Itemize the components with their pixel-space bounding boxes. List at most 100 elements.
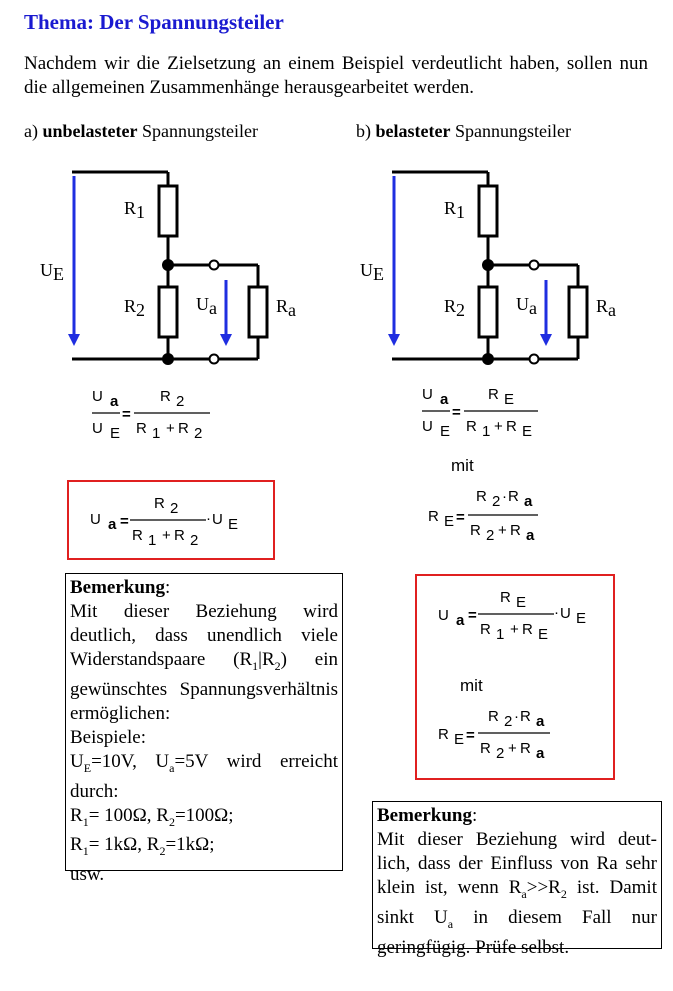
svg-text:R: R bbox=[522, 621, 533, 638]
svg-text:+: + bbox=[508, 740, 517, 757]
svg-text:E: E bbox=[522, 423, 532, 440]
svg-text:E: E bbox=[440, 423, 450, 440]
svg-text:=: = bbox=[120, 513, 129, 530]
intro-text: Nachdem wir die Zielsetzung an einem Bei… bbox=[24, 53, 648, 98]
svg-text:a: a bbox=[108, 516, 117, 533]
svg-text:R: R bbox=[520, 740, 531, 757]
svg-text:·: · bbox=[514, 708, 519, 725]
svg-text:E: E bbox=[504, 391, 514, 408]
svg-text:U: U bbox=[422, 386, 433, 403]
svg-text:a: a bbox=[536, 745, 545, 762]
svg-text:E: E bbox=[110, 425, 120, 442]
svg-text:=: = bbox=[456, 509, 465, 526]
svg-text:R: R bbox=[520, 708, 531, 725]
ue-label: UE bbox=[360, 260, 384, 284]
svg-text:E: E bbox=[516, 594, 526, 611]
svg-text:U: U bbox=[92, 388, 103, 405]
svg-text:1: 1 bbox=[152, 425, 160, 442]
note-box-a: Bemerkung: Mit dieser Beziehung wird deu… bbox=[65, 573, 343, 885]
svg-text:R: R bbox=[510, 522, 521, 539]
svg-text:2: 2 bbox=[492, 493, 500, 510]
note-a-example-3: R1= 1kΩ, R2=1kΩ; bbox=[70, 834, 215, 859]
circuit-diagram-a: R1 R2 Ra UE Ua bbox=[40, 170, 296, 365]
ra-label: Ra bbox=[596, 296, 616, 320]
svg-text:R: R bbox=[160, 388, 171, 405]
svg-text:=: = bbox=[452, 404, 461, 421]
svg-text:E: E bbox=[444, 513, 454, 530]
note-a-usw: usw. bbox=[70, 864, 105, 886]
svg-text:R: R bbox=[480, 621, 491, 638]
svg-text:R: R bbox=[476, 488, 487, 505]
svg-text:2: 2 bbox=[170, 500, 178, 517]
page-title: Thema: Der Spannungsteiler bbox=[24, 10, 284, 34]
svg-text:R: R bbox=[488, 386, 499, 403]
ua-label: Ua bbox=[516, 294, 537, 318]
svg-text:2: 2 bbox=[176, 393, 184, 410]
svg-text:·: · bbox=[554, 604, 559, 621]
r2-label: R2 bbox=[444, 296, 465, 320]
r1-label: R1 bbox=[444, 198, 465, 222]
note-a-beispiele: Beispiele: bbox=[70, 726, 146, 748]
svg-text:+: + bbox=[510, 621, 519, 638]
svg-text:a: a bbox=[440, 391, 449, 408]
note-a-text: Mit dieser Beziehung wird deutlich, dass… bbox=[70, 601, 338, 724]
mit-label-1: mit bbox=[451, 456, 474, 475]
note-b-heading: Bemerkung bbox=[377, 805, 472, 826]
note-a-heading: Bemerkung bbox=[70, 577, 165, 598]
ra-label: Ra bbox=[276, 296, 296, 320]
svg-text:R: R bbox=[136, 420, 147, 437]
svg-text:U: U bbox=[422, 418, 433, 435]
svg-text:·: · bbox=[206, 510, 211, 527]
svg-text:R: R bbox=[508, 488, 519, 505]
note-a-example-1: UE=10V, Ua=5V wird erreicht durch: bbox=[70, 750, 338, 802]
svg-text:a: a bbox=[456, 612, 465, 629]
svg-text:2: 2 bbox=[486, 527, 494, 544]
svg-text:a: a bbox=[536, 713, 545, 730]
svg-text:=: = bbox=[466, 727, 475, 744]
svg-text:2: 2 bbox=[190, 532, 198, 549]
svg-text:a: a bbox=[110, 393, 119, 410]
svg-text:R: R bbox=[488, 708, 499, 725]
svg-text:+: + bbox=[494, 418, 503, 435]
note-b-text: Mit dieser Beziehung wird deut-lich, das… bbox=[377, 829, 657, 958]
circuit-diagram-b: R1 R2 Ra UE Ua bbox=[360, 170, 616, 365]
svg-text:R: R bbox=[506, 418, 517, 435]
ue-label: UE bbox=[40, 260, 64, 284]
r2-label: R2 bbox=[124, 296, 145, 320]
highlight-box-a bbox=[67, 480, 275, 560]
svg-text:R: R bbox=[428, 508, 439, 525]
svg-text:1: 1 bbox=[148, 532, 156, 549]
svg-text:R: R bbox=[132, 527, 143, 544]
svg-text:+: + bbox=[162, 527, 171, 544]
mit-label-2: mit bbox=[460, 676, 483, 695]
section-b-heading: b) belasteter Spannungsteiler bbox=[356, 121, 571, 141]
svg-text:R: R bbox=[480, 740, 491, 757]
note-a-example-2: R1= 100Ω, R2=100Ω; bbox=[70, 804, 234, 829]
svg-text:=: = bbox=[122, 406, 131, 423]
svg-text:·: · bbox=[502, 488, 507, 505]
svg-text:R: R bbox=[438, 726, 449, 743]
svg-text:U: U bbox=[438, 607, 449, 624]
svg-text:+: + bbox=[166, 420, 175, 437]
svg-text:E: E bbox=[454, 731, 464, 748]
svg-text:R: R bbox=[466, 418, 477, 435]
svg-text:2: 2 bbox=[194, 425, 202, 442]
svg-text:a: a bbox=[526, 527, 535, 544]
svg-text:=: = bbox=[468, 607, 477, 624]
svg-text:2: 2 bbox=[504, 713, 512, 730]
svg-text:E: E bbox=[228, 516, 238, 533]
svg-text:2: 2 bbox=[496, 745, 504, 762]
svg-text:U: U bbox=[90, 511, 101, 528]
svg-text:R: R bbox=[174, 527, 185, 544]
note-box-b: Bemerkung: Mit dieser Beziehung wird deu… bbox=[372, 801, 662, 958]
svg-text:U: U bbox=[560, 605, 571, 622]
svg-text:R: R bbox=[154, 495, 165, 512]
svg-text:R: R bbox=[470, 522, 481, 539]
r1-label: R1 bbox=[124, 198, 145, 222]
svg-text:R: R bbox=[500, 589, 511, 606]
